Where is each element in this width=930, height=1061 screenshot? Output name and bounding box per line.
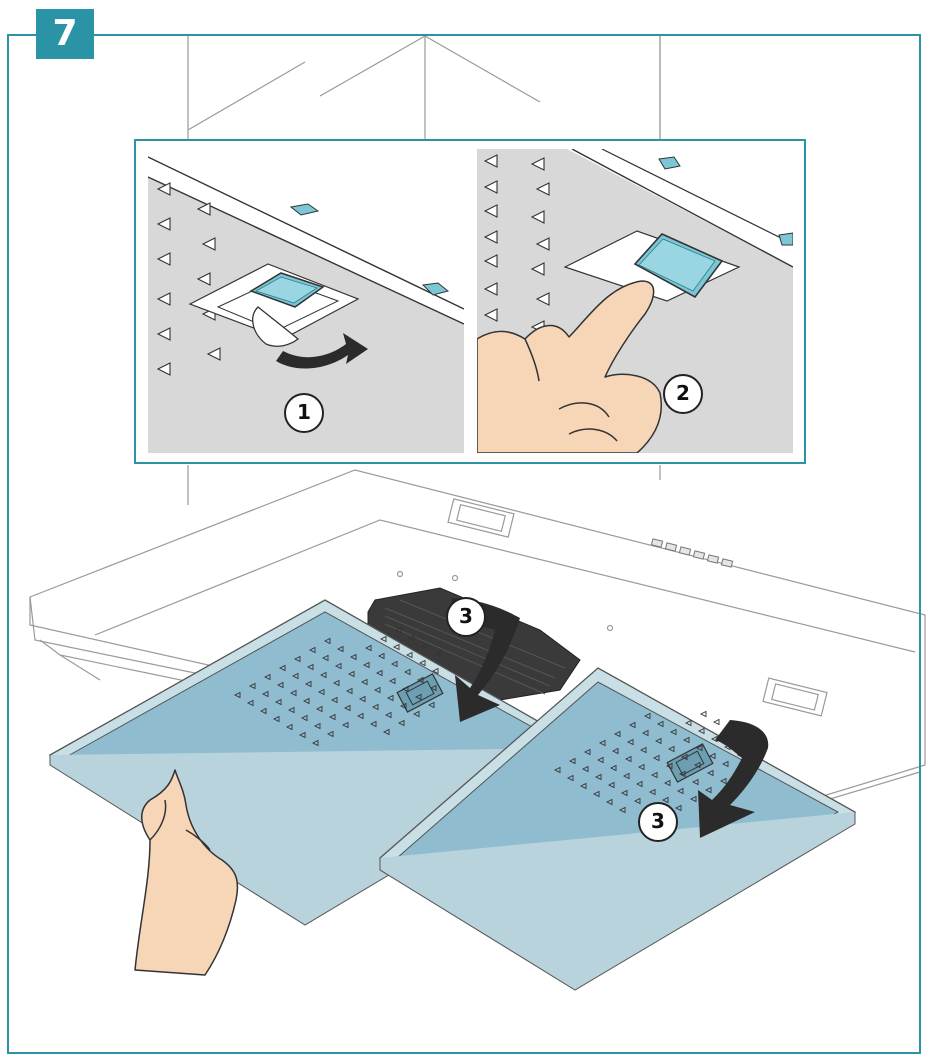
arrow-curved-right-icon <box>276 333 368 369</box>
triangle-perforation-icon <box>553 710 746 814</box>
triangle-perforation-icon <box>233 626 441 747</box>
callout-1: 1 <box>284 393 324 433</box>
carbon-filter <box>367 587 581 701</box>
callout-3-left: 3 <box>446 597 486 637</box>
figure-frame <box>7 34 921 1054</box>
chimney <box>187 35 661 505</box>
callout-3-right: 3 <box>638 802 678 842</box>
detail-panel-1: 1 <box>148 149 464 453</box>
right-filter <box>378 667 857 991</box>
hand-icon <box>134 769 239 976</box>
detail-panel-2: 2 <box>477 149 793 453</box>
finger-icon <box>477 280 662 453</box>
step-number-badge: 7 <box>36 9 94 59</box>
arrow-down-curved-icon <box>450 598 769 838</box>
detail-inset: 1 <box>134 139 806 464</box>
callout-2: 2 <box>663 374 703 414</box>
